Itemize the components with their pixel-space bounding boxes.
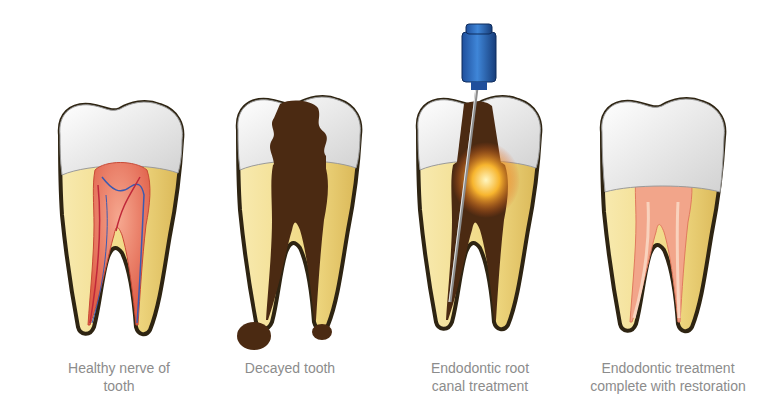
- caption-label: Decayed tooth: [215, 359, 365, 377]
- tooth-outline: [238, 97, 361, 329]
- restored-tooth: [602, 99, 725, 331]
- caption-label: Healthy nerve of tooth: [63, 359, 175, 395]
- healthy-tooth: [60, 102, 183, 334]
- nerve-line: [102, 177, 144, 323]
- caption-label: Endodontic root canal treatment: [416, 359, 544, 395]
- abscess: [312, 324, 332, 340]
- file-handle: [466, 24, 492, 34]
- decayed-tooth: [237, 97, 360, 350]
- file-needle: [449, 80, 477, 302]
- blood-vessel: [90, 177, 140, 323]
- decayed-pulp: [266, 158, 328, 321]
- file-needle: [450, 80, 478, 302]
- decay-cavity: [270, 101, 327, 172]
- tooth-outline: [60, 102, 183, 334]
- tooth-outline: [418, 97, 541, 329]
- treated-tooth: [418, 24, 541, 329]
- pulp: [88, 163, 150, 326]
- file-handle: [462, 32, 496, 82]
- caption-label: Endodontic treatment complete with resto…: [578, 359, 758, 395]
- file-handle: [471, 82, 487, 90]
- abscess: [237, 322, 271, 350]
- nerve-line: [92, 195, 107, 323]
- root-filling: [634, 202, 679, 318]
- restoration: [602, 99, 725, 192]
- tooth-outline: [602, 99, 725, 331]
